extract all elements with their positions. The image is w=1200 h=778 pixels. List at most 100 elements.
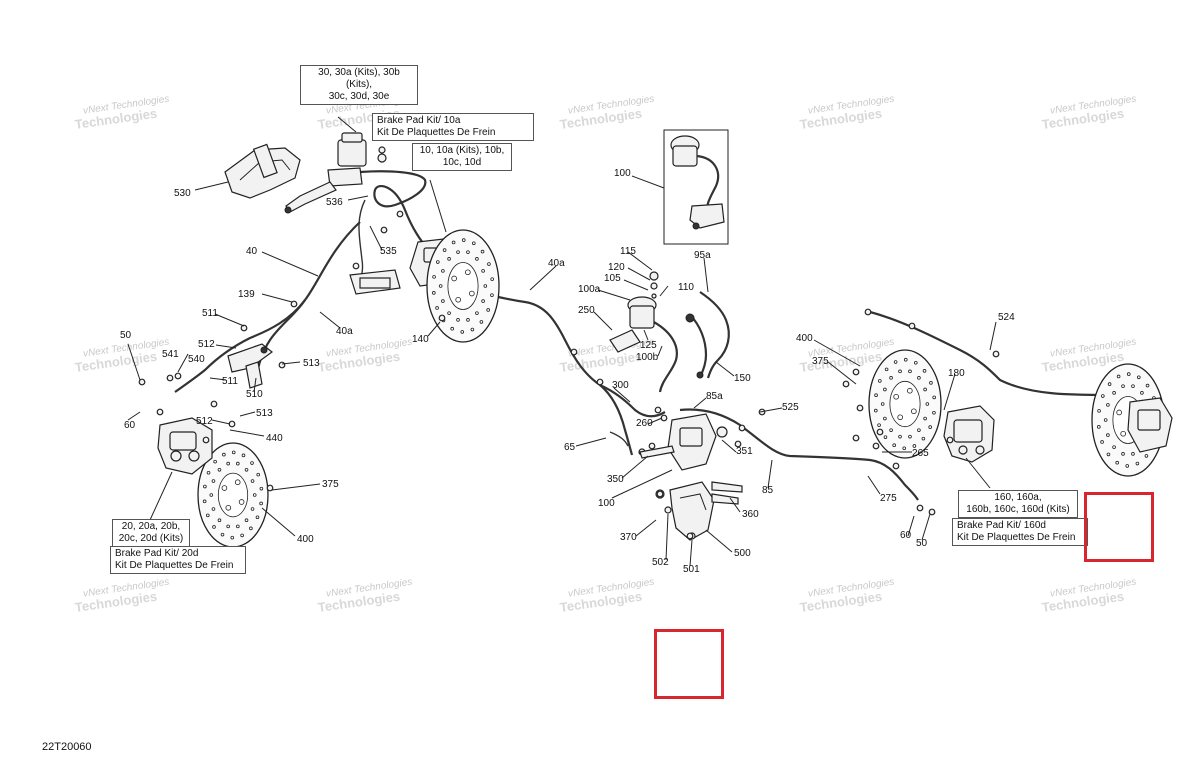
bolt-icon: [660, 414, 668, 422]
brake-line-85a: [679, 408, 919, 501]
disc-vent-hole: [226, 524, 230, 529]
callout-box-20-kit-line2: Kit De Plaquettes De Frein: [115, 560, 234, 571]
disc-vent-hole: [1131, 384, 1135, 388]
disc-vent-hole: [241, 453, 246, 458]
callout-box-160: 160, 160a, 160b, 160c, 160d (Kits): [958, 490, 1078, 518]
disc-vent-hole: [209, 493, 214, 497]
label-100a: 100a: [578, 284, 601, 295]
bolt-icon: [648, 442, 656, 450]
disc-vent-hole: [932, 395, 936, 400]
disc-vent-hole: [255, 515, 260, 520]
bolt-icon: [686, 532, 694, 540]
label-100-bottom: 100: [598, 498, 615, 509]
label-95a: 95a: [694, 250, 711, 261]
disc-vent-hole: [211, 479, 216, 483]
rear-master-cylinder-inset: [663, 129, 729, 245]
disc-vent-hole: [460, 330, 465, 334]
label-524: 524: [998, 312, 1015, 323]
bracket-500-assembly: [655, 481, 743, 541]
disc-vent-hole: [486, 308, 490, 312]
disc-vent-hole: [923, 416, 927, 421]
disc-vent-hole: [244, 467, 249, 472]
disc-vent-hole: [1106, 452, 1111, 457]
brake-line-40a: [464, 288, 634, 456]
disc-vent-hole: [202, 499, 207, 504]
label-60-right: 60: [900, 530, 912, 541]
bolt-icon: [908, 322, 916, 330]
disc-vent-hole: [1112, 445, 1116, 449]
bolt-icon: [202, 436, 210, 444]
disc-vent-hole: [481, 299, 485, 303]
rear-right-caliper-assembly: [943, 405, 995, 463]
disc-vent-hole: [475, 257, 479, 261]
disc-vent-hole: [889, 376, 893, 380]
label-40a-mid: 40a: [548, 258, 565, 269]
disc-vent-hole: [441, 269, 445, 273]
label-60-left: 60: [124, 420, 136, 431]
disc-vent-hole: [456, 250, 460, 254]
label-510: 510: [246, 389, 263, 400]
disc-vent-hole: [1112, 391, 1116, 395]
disc-vent-hole: [883, 435, 888, 439]
disc-bolt-hole: [465, 269, 471, 276]
disc-vent-hole: [466, 250, 470, 254]
disc-bolt-hole: [1116, 409, 1122, 416]
disc-vent-hole: [250, 507, 255, 511]
disc-vent-hole: [217, 518, 222, 523]
label-275: 275: [880, 493, 897, 504]
disc-vent-hole: [1145, 383, 1150, 388]
disc-bolt-hole: [455, 296, 461, 303]
callout-box-160-brake-pad-kit: Brake Pad Kit/ 160d Kit De Plaquettes De…: [952, 518, 1088, 546]
disc-vent-hole: [883, 416, 887, 421]
disc-vent-hole: [874, 408, 878, 413]
callout-box-10-line2: 10c, 10d: [442, 157, 482, 168]
bolt-icon: [596, 378, 604, 386]
bolt-icon: [570, 348, 578, 356]
highlight-box-right[interactable]: [1084, 492, 1154, 562]
bolt-icon: [856, 404, 864, 412]
brake-hoses: [174, 170, 1111, 501]
label-65: 65: [564, 442, 576, 453]
disc-vent-hole: [1101, 394, 1105, 398]
label-180: 180: [948, 368, 965, 379]
label-100-top: 100: [614, 168, 631, 179]
disc-bolt-hole: [234, 479, 241, 486]
highlight-box-bottom[interactable]: [654, 629, 724, 699]
label-120: 120: [608, 262, 625, 273]
disc-vent-hole: [231, 450, 236, 455]
disc-vent-hole: [925, 402, 930, 406]
disc-vent-hole: [1136, 375, 1141, 380]
brake-line-536: [359, 170, 431, 253]
disc-vent-hole: [929, 381, 933, 385]
disc-vent-hole: [874, 393, 878, 398]
disc-vent-hole: [222, 452, 226, 457]
disc-vent-hole: [902, 446, 907, 451]
disc-vent-hole: [438, 284, 443, 288]
disc-vent-hole: [487, 262, 491, 266]
disc-vent-hole: [217, 467, 222, 472]
disc-vent-hole: [898, 369, 902, 374]
disc-vent-hole: [912, 444, 917, 448]
label-440: 440: [266, 433, 283, 444]
front-master-cylinder-assembly: [224, 132, 387, 214]
disc-vent-hole: [450, 326, 455, 331]
bolt-icon: [138, 378, 146, 386]
hose-100b: [649, 319, 678, 393]
bolt-icon: [946, 436, 954, 444]
label-350: 350: [607, 474, 624, 485]
disc-vent-hole: [244, 518, 249, 523]
bolt-icon: [352, 262, 360, 270]
label-500: 500: [734, 548, 751, 559]
disc-vent-hole: [483, 284, 488, 288]
disc-vent-hole: [236, 461, 240, 466]
bolt-icon: [654, 406, 662, 414]
callout-box-10-brake-pad-kit: Brake Pad Kit/ 10a Kit De Plaquettes De …: [372, 113, 534, 141]
bolt-icon: [992, 350, 1000, 358]
disc-vent-hole: [893, 360, 898, 364]
label-360: 360: [742, 509, 759, 520]
disc-vent-hole: [1106, 433, 1110, 437]
disc-vent-hole: [932, 410, 936, 415]
label-40: 40: [246, 246, 258, 257]
disc-vent-hole: [884, 367, 889, 372]
disc-vent-hole: [921, 436, 926, 441]
